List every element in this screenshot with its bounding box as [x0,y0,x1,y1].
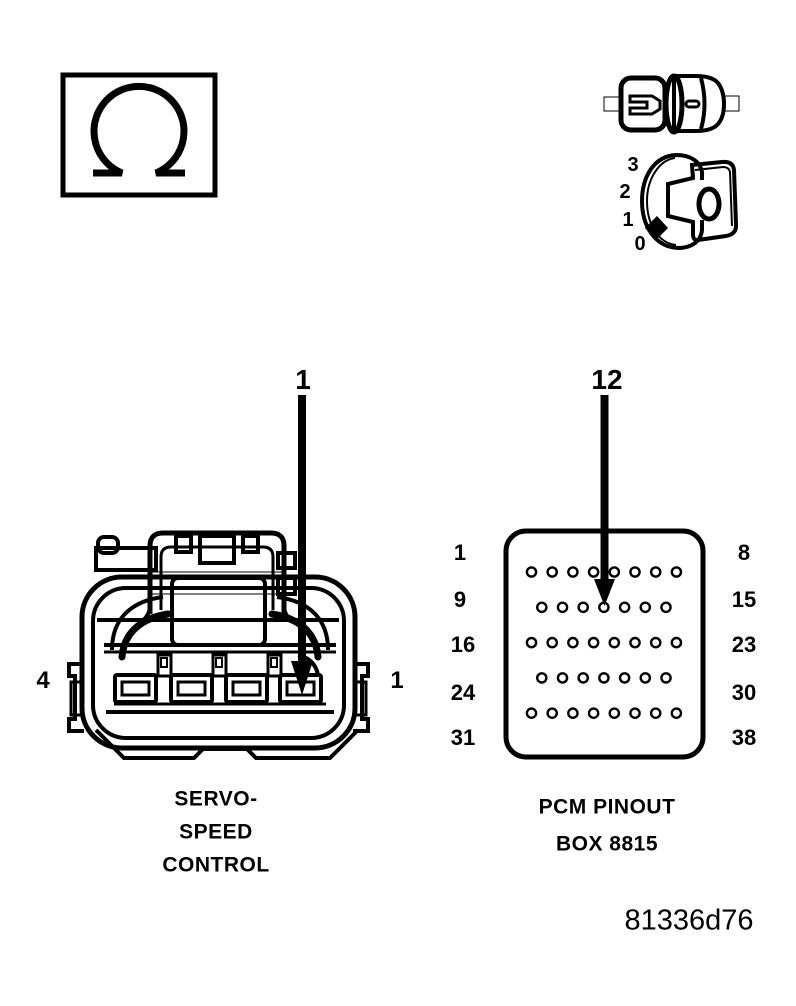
servo-connector-drawing [67,530,370,760]
pcm-pin [608,566,621,578]
servo-pin1-label: 1 [390,667,404,694]
servo-pointer-arrow [291,395,313,695]
pcm-pin [608,636,621,649]
pcm-pin [660,672,672,684]
pcm-pin [587,566,600,578]
pcm-caption-line-1: PCM PINOUT [538,795,676,819]
servo-pointer-label: 1 [295,364,311,395]
pcm-pin [660,601,672,614]
pcm-row-label-right-30: 30 [731,680,757,705]
pcm-pin [546,707,559,720]
pcm-pin [649,566,662,578]
pcm-pin [598,672,610,684]
servo-terminal-3 [169,673,214,704]
pcm-pin [608,707,621,720]
pcm-row-label-left-1: 1 [453,540,467,565]
pcm-row-label-left-9: 9 [453,587,467,612]
pcm-pin [556,672,569,684]
pcm-pin [546,636,559,649]
disconnect-connector-icon [603,73,740,135]
pcm-pointer-label: 12 [591,364,623,395]
pcm-row-label-right-23: 23 [731,632,757,657]
pcm-pin [670,707,683,720]
key-hole [696,186,722,222]
pcm-row-label-left-24: 24 [450,680,476,705]
pcm-pin [670,566,683,578]
pcm-row-label-right-15: 15 [731,587,757,612]
servo-caption-line-1: SERVO- [174,787,258,811]
pcm-pin [536,601,548,614]
pcm-pin [525,566,538,578]
pcm-pin [567,636,579,649]
pcm-pin [649,636,662,649]
pcm-pin [618,672,631,684]
servo-pin4-label: 4 [36,667,50,694]
pcm-pin [525,707,538,720]
ignition-pos-2: 2 [619,181,630,203]
ignition-pos-0: 0 [634,233,645,255]
pcm-row-label-left-31: 31 [450,725,476,750]
servo-caption-line-2: SPEED [179,820,253,844]
pcm-pin [618,601,631,614]
pcm-pin [536,672,548,684]
pcm-pin [567,707,579,720]
pcm-caption-line-2: BOX 8815 [555,832,659,856]
pcm-pin [629,707,641,720]
servo-terminal-4 [113,673,158,704]
position-marker [645,216,668,240]
pcm-pin-grid [525,566,683,720]
pcm-pin [629,566,641,578]
servo-caption-line-3: CONTROL [162,853,270,877]
pcm-pin [670,636,683,649]
ignition-pos-1: 1 [622,209,633,231]
pcm-pin [639,672,652,684]
pcm-pointer-arrow [594,395,615,606]
pcm-row-label-right-8: 8 [737,540,751,565]
ignition-key-icon: 3 2 1 0 [619,152,739,255]
pcm-pin [577,672,590,684]
ignition-pos-3: 3 [627,154,638,176]
pcm-row-label-right-38: 38 [731,725,757,750]
pcm-pin [567,566,579,578]
pcm-pin [525,636,538,649]
pcm-pin [639,601,652,614]
pcm-pin [649,707,662,720]
pcm-pin [546,566,559,578]
pcm-pin [556,601,569,614]
pcm-pin [629,636,641,649]
servo-terminal-2 [224,673,269,704]
figure-code: 81336d76 [624,904,754,937]
pcm-row-label-left-16: 16 [450,632,476,657]
pcm-pin [587,636,600,649]
ohmmeter-icon [60,72,218,198]
pcm-pin [577,601,590,614]
pcm-pin [587,707,600,720]
